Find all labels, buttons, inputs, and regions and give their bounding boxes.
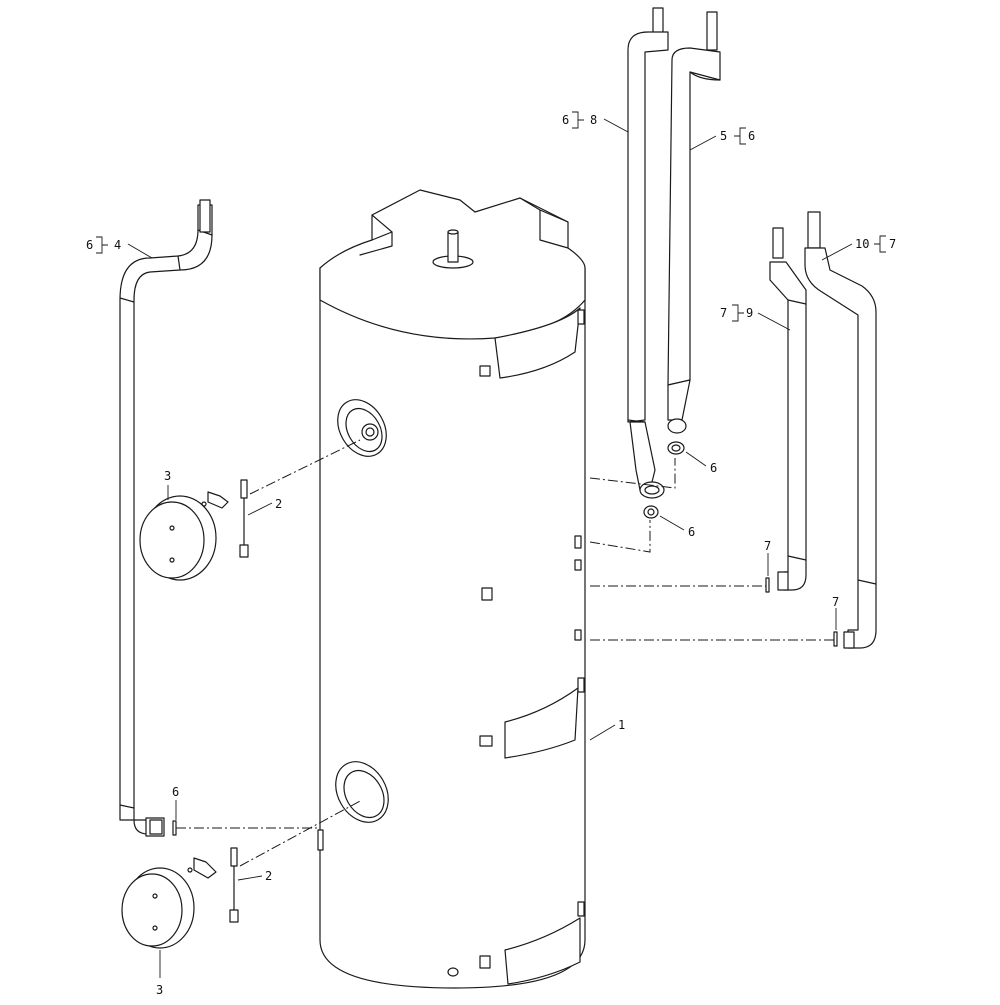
label-cover-upper: 3 [164, 469, 171, 483]
label-pipe-center-left: 8 [590, 113, 597, 127]
pipe-right-outer [804, 211, 877, 649]
label-gasket-b: 6 [688, 525, 695, 539]
pipe-left [119, 199, 213, 837]
label-gasket-lower-left: 6 [172, 785, 179, 799]
assembly-lines [176, 439, 834, 867]
label-pipe-center-right-ref: 6 [748, 129, 755, 143]
cover-upper [139, 495, 217, 581]
label-pipe-left: 4 [114, 238, 121, 252]
label-pipe-right-outer: 10 [855, 237, 869, 251]
label-sensor-lower: 2 [265, 869, 272, 883]
label-pipe-right-outer-ref: 7 [889, 237, 896, 251]
label-pipe-right-inner-ref: 7 [720, 306, 727, 320]
label-pipe-center-right: 5 [720, 129, 727, 143]
label-sensor-upper: 2 [275, 497, 282, 511]
label-gasket-a: 6 [710, 461, 717, 475]
seal-a [765, 577, 770, 593]
sensor-upper [201, 479, 249, 558]
label-seal-b: 7 [832, 595, 839, 609]
cover-lower [121, 867, 195, 949]
pipe-center-left [627, 7, 669, 499]
label-pipe-right-inner: 9 [746, 306, 753, 320]
pipe-center-right [643, 11, 721, 519]
label-pipe-center-left-ref: 6 [562, 113, 569, 127]
label-cover-lower: 3 [156, 983, 163, 997]
label-seal-a: 7 [764, 539, 771, 553]
label-pipe-left-ref: 6 [86, 238, 93, 252]
leaders [96, 111, 886, 978]
gasket-lower-left [172, 820, 177, 836]
tank-body [317, 189, 586, 989]
seal-b [833, 631, 838, 647]
label-tank: 1 [618, 718, 625, 732]
sensor-lower [187, 847, 239, 923]
pipe-right-inner [769, 227, 807, 591]
